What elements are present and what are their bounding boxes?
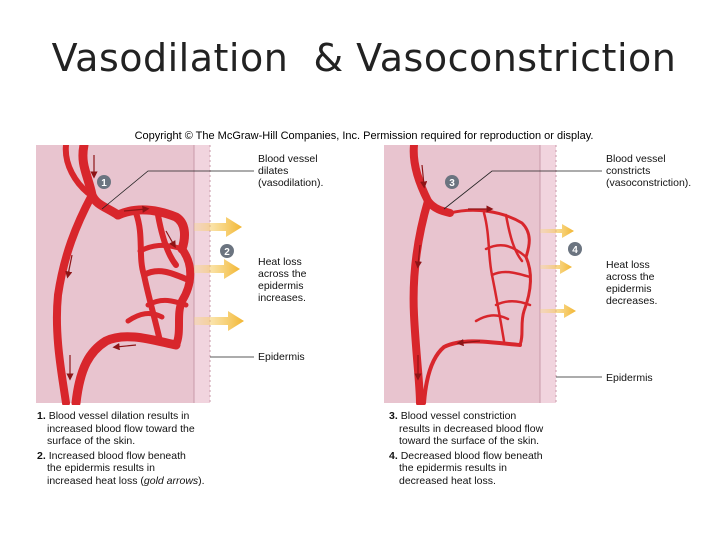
svg-text:1: 1	[101, 178, 107, 189]
right-captions: 3. Blood vessel constriction results in …	[389, 410, 543, 487]
step-2-callout: 2	[220, 244, 234, 258]
dilated-blood-vessels	[52, 145, 195, 405]
step-1-callout: 1	[97, 175, 111, 189]
heat-loss-arrows	[194, 217, 244, 331]
caption-3: 3. Blood vessel constriction results in …	[389, 410, 544, 447]
copyright-notice: Copyright © The McGraw-Hill Companies, I…	[134, 130, 594, 142]
epidermis-label-left: Epidermis	[258, 351, 305, 363]
vessel-constricts-label: Blood vessel constricts (vasoconstrictio…	[606, 153, 692, 189]
heat-loss-arrows	[540, 224, 576, 318]
vasoconstriction-panel: 3 4 Blood vessel constricts (vasoconstri…	[384, 145, 714, 405]
vasodilation-panel: 1 2 Blood vessel dilates (vasodilation).…	[36, 145, 366, 405]
vasoconstriction-diagram: 3 4	[384, 145, 602, 405]
caption-4: 4. Decreased blood flow beneath the epid…	[389, 449, 543, 487]
vasodilation-diagram: 1 2	[36, 145, 254, 405]
svg-text:2: 2	[224, 247, 230, 258]
caption-2: 2. Increased blood flow beneath the epid…	[37, 449, 205, 487]
svg-text:3: 3	[449, 178, 455, 189]
vessel-dilates-label: Blood vessel dilates (vasodilation).	[258, 153, 324, 189]
caption-1: 1. Blood vessel dilation results in incr…	[37, 410, 195, 447]
slide-title: Vasodilation & Vasoconstriction	[51, 36, 677, 80]
epidermis-layer	[194, 145, 210, 403]
svg-text:4: 4	[572, 245, 578, 256]
epidermis-label-right: Epidermis	[606, 372, 653, 384]
heat-loss-increases-label: Heat loss across the epidermis increases…	[258, 256, 307, 304]
epidermis-layer	[540, 145, 556, 403]
constricted-blood-vessels	[409, 145, 532, 405]
heat-loss-decreases-label: Heat loss across the epidermis decreases…	[606, 259, 658, 307]
left-captions: 1. Blood vessel dilation results in incr…	[37, 410, 205, 487]
step-4-callout: 4	[568, 242, 582, 256]
step-3-callout: 3	[445, 175, 459, 189]
